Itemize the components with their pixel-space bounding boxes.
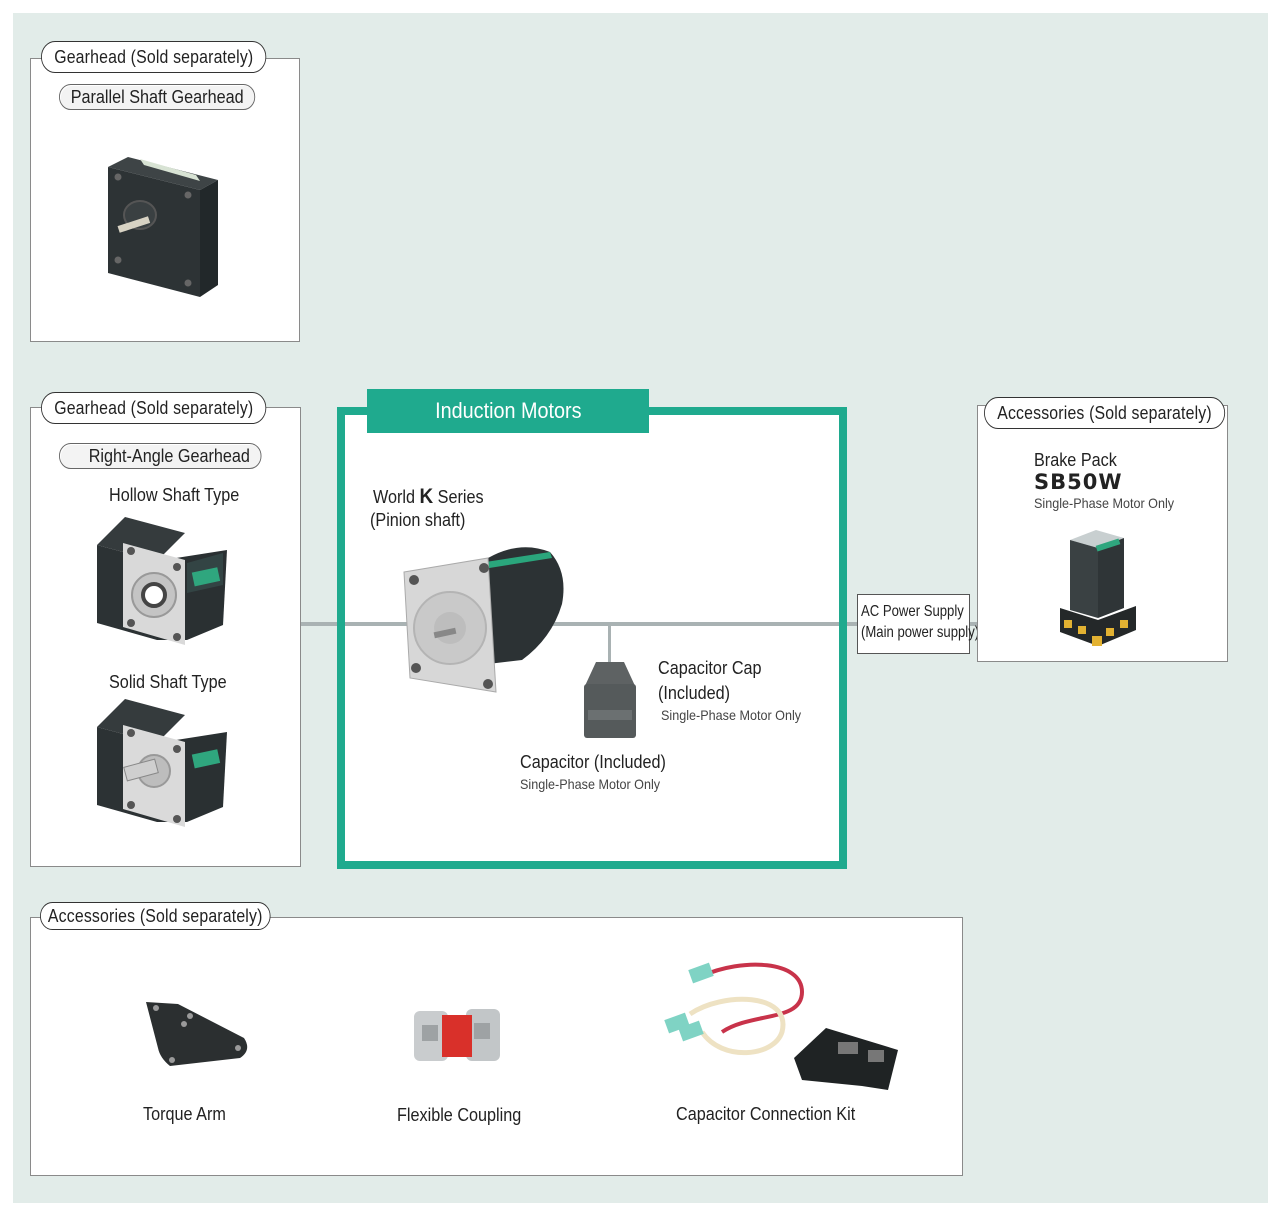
torque-arm-label: Torque Arm <box>143 1104 226 1124</box>
induction-motor-image <box>403 547 564 693</box>
right-angle-subtag: Right-Angle Gearhead <box>59 443 262 469</box>
accessories-tag-bottom: Accessories (Sold separately) <box>40 902 271 930</box>
capacitor-cap-line2: (Included) <box>658 683 731 703</box>
series-label: World K Series <box>373 485 484 509</box>
main-power-supply-label: (Main power supply) <box>861 624 980 641</box>
capacitor-label: Capacitor (Included) <box>520 752 666 772</box>
brake-pack-label: Brake Pack <box>1034 450 1117 470</box>
brake-pack-note: Single-Phase Motor Only <box>1034 495 1175 511</box>
hollow-shaft-label: Hollow Shaft Type <box>109 485 240 505</box>
capacitor-cap-note: Single-Phase Motor Only <box>661 707 802 723</box>
ac-power-supply-label: AC Power Supply <box>861 603 964 620</box>
capacitor-note: Single-Phase Motor Only <box>520 776 661 792</box>
capacitor-image <box>584 662 636 738</box>
capacitor-connection-kit-image <box>664 962 898 1090</box>
capacitor-cap-line1: Capacitor Cap <box>658 658 762 678</box>
connector-line-right <box>969 622 977 626</box>
accessories-tag-brake: Accessories (Sold separately) <box>984 397 1226 429</box>
connector-line-cap-drop <box>608 624 611 672</box>
series-k-logo: K <box>419 485 434 508</box>
parallel-gearhead-image <box>108 157 218 297</box>
motor-title-text: Induction Motors <box>434 398 582 423</box>
gearhead-tag-top: Gearhead (Sold separately) <box>41 41 267 73</box>
induction-motors-title: Induction Motors <box>367 389 649 433</box>
flexible-coupling-label: Flexible Coupling <box>397 1105 522 1125</box>
parallel-shaft-subtag: Parallel Shaft Gearhead <box>59 84 256 110</box>
brake-pack-image <box>1060 530 1136 646</box>
ac-power-supply-box: AC Power Supply (Main power supply) <box>857 594 980 654</box>
torque-arm-image <box>146 1002 248 1066</box>
hollow-shaft-gearhead-image <box>97 517 227 645</box>
solid-shaft-gearhead-image <box>97 699 227 827</box>
gearhead-tag-middle: Gearhead (Sold separately) <box>41 392 267 424</box>
series-suffix: Series <box>433 487 484 507</box>
brake-pack-model: SB50W <box>1034 470 1123 494</box>
solid-shaft-label: Solid Shaft Type <box>109 672 227 692</box>
flexible-coupling-image <box>414 1009 500 1061</box>
connector-line-through-motor <box>345 622 839 626</box>
pinion-shaft-label: (Pinion shaft) <box>370 510 466 530</box>
connector-line-left <box>300 622 345 626</box>
capacitor-connection-kit-label: Capacitor Connection Kit <box>676 1104 856 1124</box>
series-prefix: World <box>373 487 420 507</box>
